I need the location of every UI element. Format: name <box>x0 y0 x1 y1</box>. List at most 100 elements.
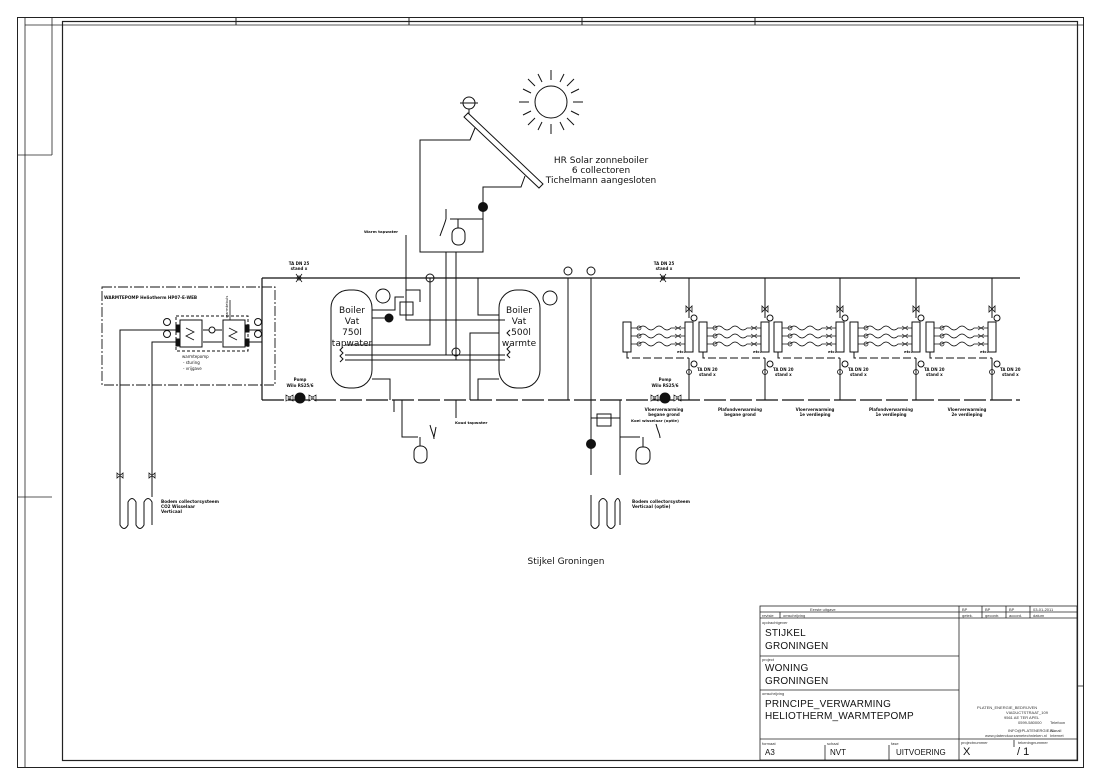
cold-exchanger-label: Koel wisselaar (optie) <box>631 418 679 423</box>
boiler-heat-line-4: warmte <box>502 339 537 349</box>
etc-label: etc. <box>904 349 913 354</box>
balancing-valve-left-icon <box>295 273 303 283</box>
group-label-line-2: 1e verdieping <box>875 412 906 417</box>
balancing-valve-right-icon <box>659 273 667 283</box>
heatpump-unit <box>101 278 276 475</box>
project-label: project <box>762 657 775 662</box>
ground-collector-1 <box>116 472 156 529</box>
ta-dn20-label: TA DN 20 <box>848 367 869 372</box>
project-number-value: X <box>963 746 971 758</box>
project-line-2: GRONINGEN <box>765 676 829 687</box>
ta-dn20-setting: stand x <box>699 372 716 377</box>
description-line-1: PRINCIPE_VERWARMING <box>765 699 892 710</box>
ground-collector-1-label-1: Bodem collectorsysteem <box>161 499 220 504</box>
company-street: VIADUCTSTRAAT_109 <box>1006 710 1048 715</box>
boiler-piping <box>345 235 505 464</box>
signature-date: 03-01-2011 <box>1033 607 1054 612</box>
drawing-number-label: tekeningnummer <box>1018 740 1048 745</box>
group-label-line-2: begane grond <box>724 412 756 417</box>
ta-dn20-setting: stand x <box>775 372 792 377</box>
boiler-tap-line-3: 750l <box>342 328 362 338</box>
client-line-2: GRONINGEN <box>765 641 829 652</box>
company-email: INFO@PLATENERGIE.NL <box>1008 728 1056 733</box>
etc-label: etc. <box>980 349 989 354</box>
cold-tapwater-label: Koud tapwater <box>455 420 488 425</box>
company-website: www.platenduurzametechnieken.nl <box>985 733 1047 738</box>
center-caption: Stijkel Groningen <box>528 557 605 567</box>
ta-dn25-left-2: stand x <box>291 266 308 271</box>
company-label-web: Internet <box>1050 733 1064 738</box>
ta-dn25-left-1: TA DN 25 <box>289 261 310 266</box>
boiler-tap-line-2: Vat <box>345 317 360 327</box>
description-line-2: HELIOTHERM_WARMTEPOMP <box>765 711 914 722</box>
ta-dn20-label: TA DN 20 <box>773 367 794 372</box>
group-label-line-1: Vloerverwarming <box>948 407 987 412</box>
ground-collector-2-label-1: Bodem collectorsysteem <box>632 499 691 504</box>
company-city: 9561 AE TER APEL <box>1004 715 1040 720</box>
ta-dn25-right-1: TA DN 25 <box>654 261 675 266</box>
solar-title-line-1: HR Solar zonneboiler <box>554 156 649 166</box>
etc-label: etc. <box>677 349 686 354</box>
ground-collector-1-label-2: CO2 Wisselaar <box>161 504 196 509</box>
group-label-line-1: Vloerverwarming <box>645 407 684 412</box>
heating-group <box>698 278 774 400</box>
signature-checked: BP <box>985 607 991 612</box>
ta-dn20-setting: stand x <box>1002 372 1019 377</box>
etc-label: etc. <box>828 349 837 354</box>
sun-icon <box>519 70 583 134</box>
boiler-heat-line-3: 500l <box>511 328 531 338</box>
pump-right-label-2: Wilo RS25/6 <box>651 383 678 388</box>
pump-left-label-2: Wilo RS25/6 <box>286 383 313 388</box>
heating-group <box>925 278 1001 400</box>
project-line-1: WONING <box>765 663 809 674</box>
format-label: formaat <box>762 741 776 746</box>
company-phone: 0599-580000 <box>1018 720 1042 725</box>
group-label-line-1: Plafondverwarming <box>718 407 762 412</box>
ta-dn25-right-2: stand x <box>656 266 673 271</box>
pump-left-label-1: Pomp <box>294 377 307 382</box>
revision-header: Eerste uitgave <box>810 607 836 612</box>
ta-dn20-label: TA DN 20 <box>697 367 718 372</box>
phase-value: UITVOERING <box>896 748 946 757</box>
phase-label: fase <box>891 741 899 746</box>
signature-approved: BP <box>1009 607 1015 612</box>
warm-tapwater-label: Warm tapwater <box>364 229 398 234</box>
boiler-heat <box>498 289 558 389</box>
group-label-line-1: Plafondverwarming <box>869 407 913 412</box>
signature-label-drawn: getek. <box>962 613 973 618</box>
group-label-line-2: begane grond <box>648 412 680 417</box>
company-name: PLATEN_ENERGIE_BEDRIJVEN <box>977 705 1038 710</box>
ground-collector-1-label-3: Verticaal <box>161 509 182 514</box>
ta-dn20-label: TA DN 20 <box>924 367 945 372</box>
heating-group <box>773 278 849 400</box>
solar-title-line-2: 6 collectoren <box>572 166 630 176</box>
etc-label: etc. <box>753 349 762 354</box>
title-block-frame <box>759 605 1083 761</box>
heatpump-sub-3: - vrijgave <box>183 366 202 371</box>
drawing-number-value: / 1 <box>1017 746 1030 758</box>
scale-label: schaal <box>827 741 839 746</box>
sheet-frame <box>17 17 1084 768</box>
heatpump-sub-1: warmtepomp <box>182 354 209 359</box>
project-number-label: projectnummer <box>961 740 988 745</box>
heatpump-box-label: WARMTEPOMP Heliotherm HP07-E-WEB <box>104 295 197 300</box>
heating-group <box>849 278 925 400</box>
description-col-label: omschrijving <box>783 613 806 618</box>
client-line-1: STIJKEL <box>765 628 806 639</box>
boiler-tap <box>330 288 391 389</box>
signature-label-approved: accord. <box>1009 613 1023 618</box>
format-value: A3 <box>765 748 775 757</box>
boiler-heat-line-1: Boiler <box>506 306 532 316</box>
signature-drawn: BP <box>962 607 968 612</box>
pump-left-icon <box>285 392 317 404</box>
solar-collector <box>419 96 544 253</box>
pump-right-icon <box>650 392 682 404</box>
boiler-tap-line-1: Boiler <box>339 306 365 316</box>
group-label-line-1: Vloerverwarming <box>796 407 835 412</box>
revision-col-label: revisie <box>762 613 774 618</box>
boiler-tap-line-4: tapwater <box>332 339 373 349</box>
signature-label-checked: gecontr. <box>985 613 1000 618</box>
solar-title-line-3: Tichelmann aangesloten <box>545 176 656 186</box>
description-label: omschrijving <box>762 691 785 696</box>
